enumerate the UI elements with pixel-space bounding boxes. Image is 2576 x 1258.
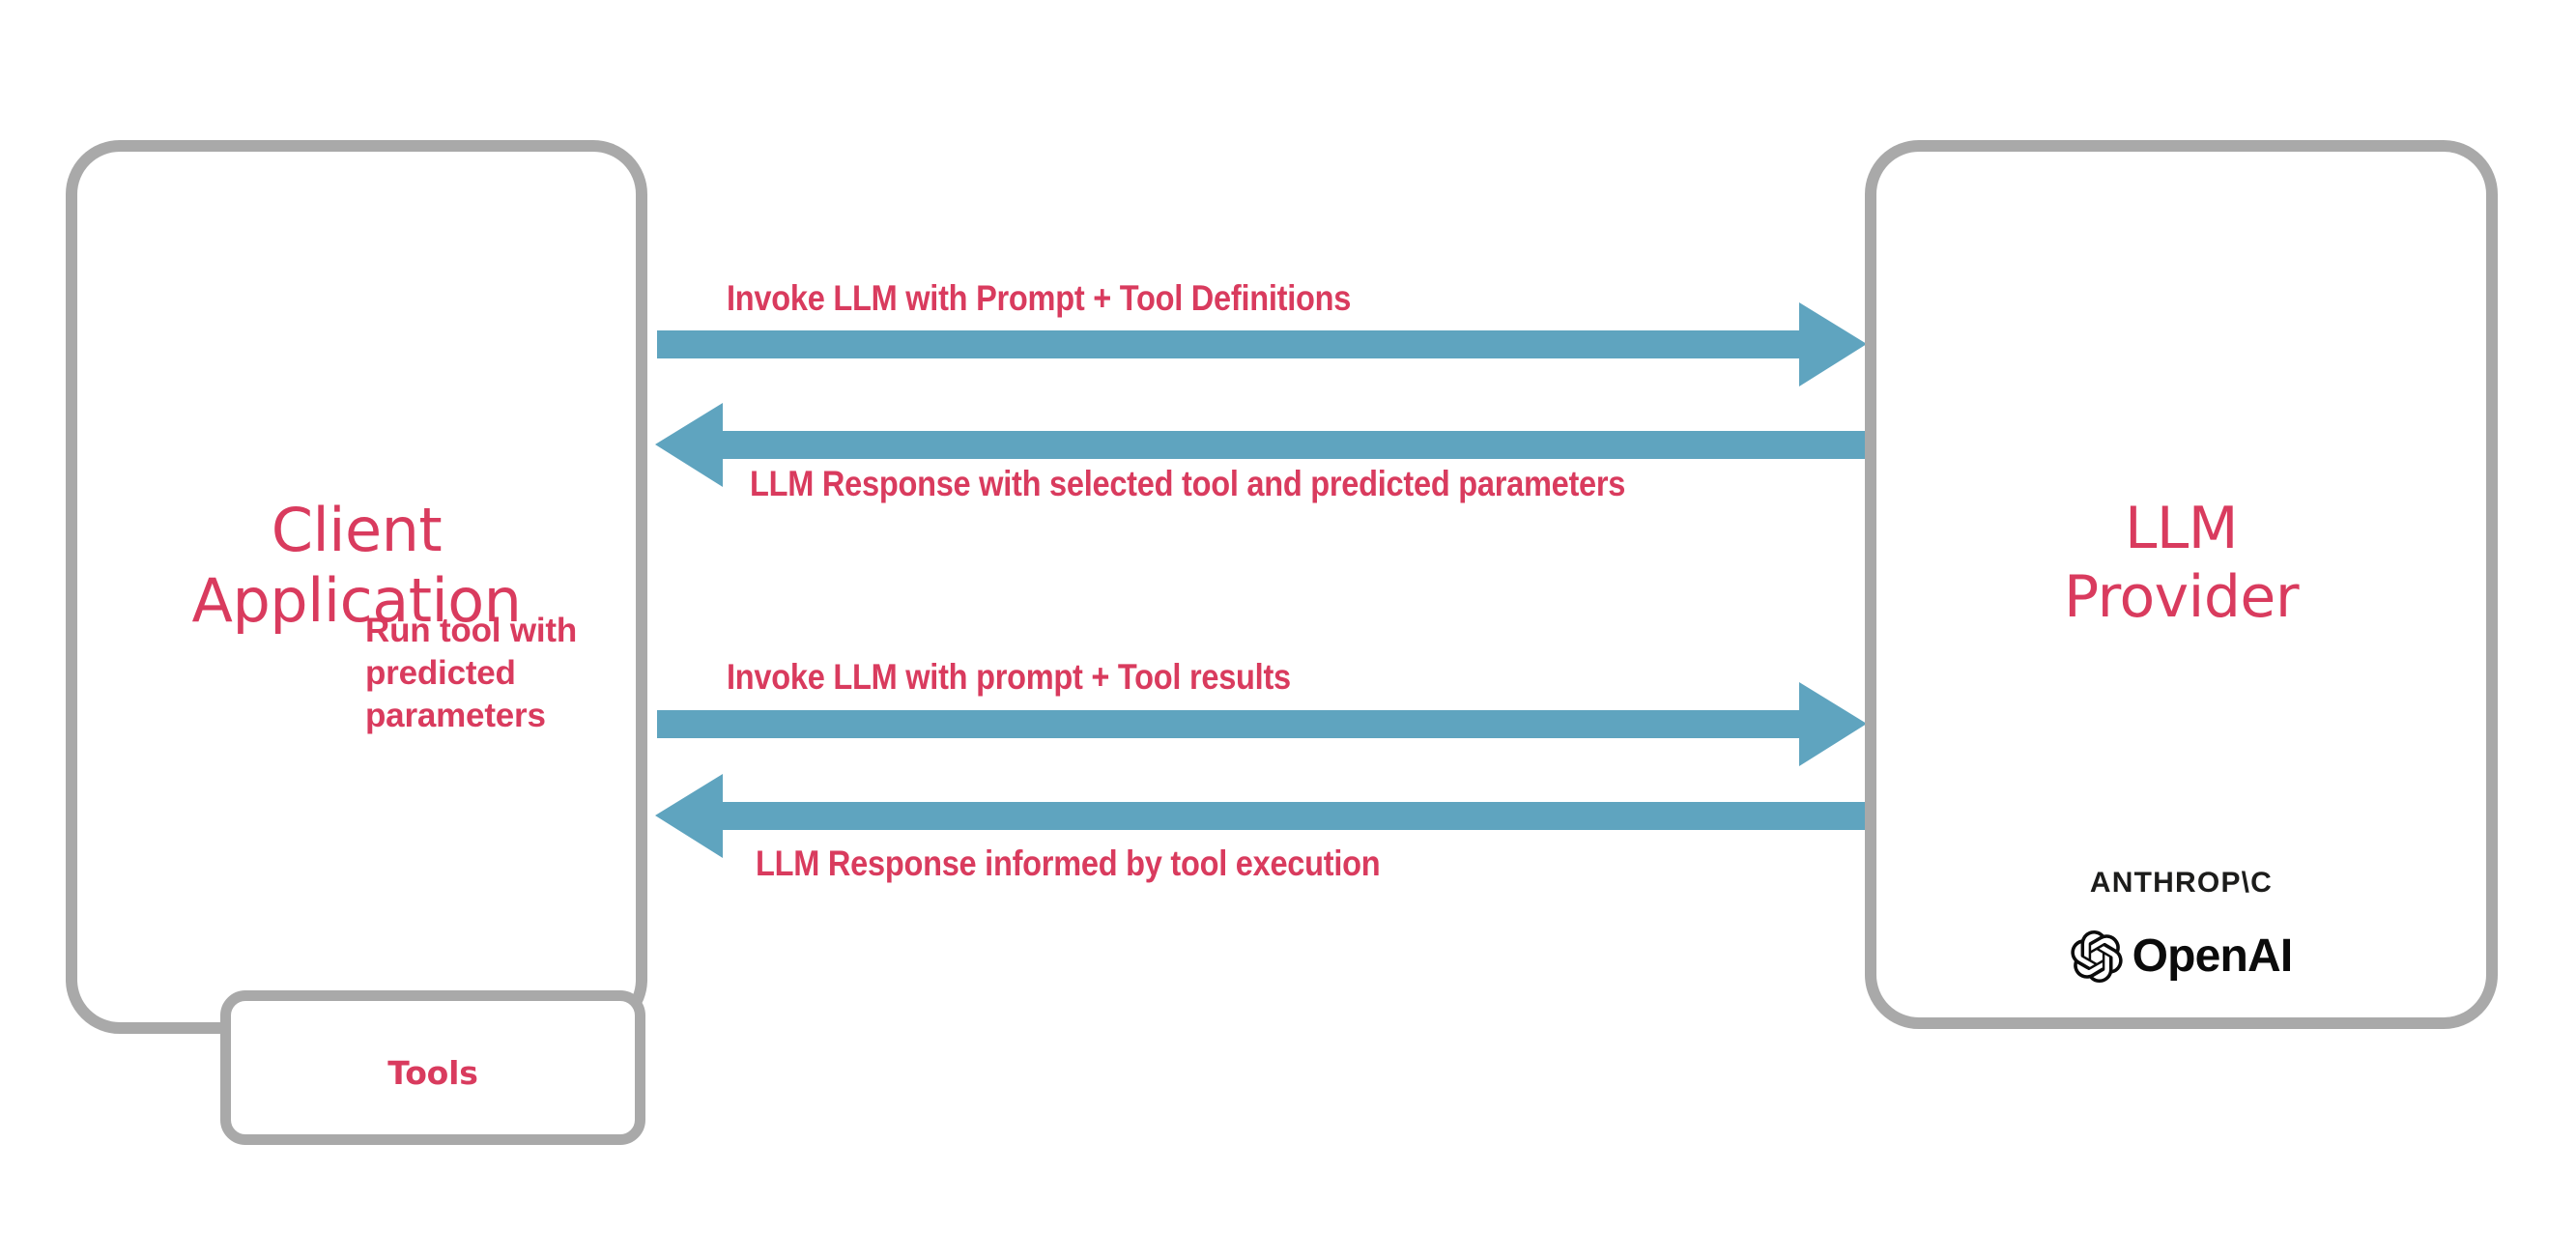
flow-label-invoke-llm-with-prompt-and-tool-results: Invoke LLM with prompt + Tool results	[727, 657, 1291, 697]
openai-mark-icon	[2071, 930, 2123, 983]
tools-label: Tools	[387, 1054, 478, 1092]
client-application-box[interactable]: Client Application Tools	[66, 140, 647, 1145]
openai-logo: OpenAI	[1876, 930, 2486, 983]
llm-provider-box[interactable]: LLM Provider ANTHROP\C OpenAI	[1865, 140, 2498, 1029]
openai-wordmark: OpenAI	[2132, 930, 2294, 982]
anthropic-logo: ANTHROP\C	[2089, 867, 2274, 899]
flow-label-llm-response-with-selected-tool: LLM Response with selected tool and pred…	[750, 464, 1626, 503]
client-application-title: Client Application	[191, 495, 522, 637]
flow-label-llm-response-informed-by-tool-execution: LLM Response informed by tool execution	[756, 843, 1381, 883]
run-tool-label: Run tool with predicted parameters	[365, 612, 578, 735]
flow-label-invoke-llm-with-prompt-and-tool-definitions: Invoke LLM with Prompt + Tool Definition…	[727, 278, 1352, 318]
tools-box[interactable]: Tools	[220, 990, 645, 1145]
llm-provider-title: LLM Provider	[2063, 495, 2300, 631]
